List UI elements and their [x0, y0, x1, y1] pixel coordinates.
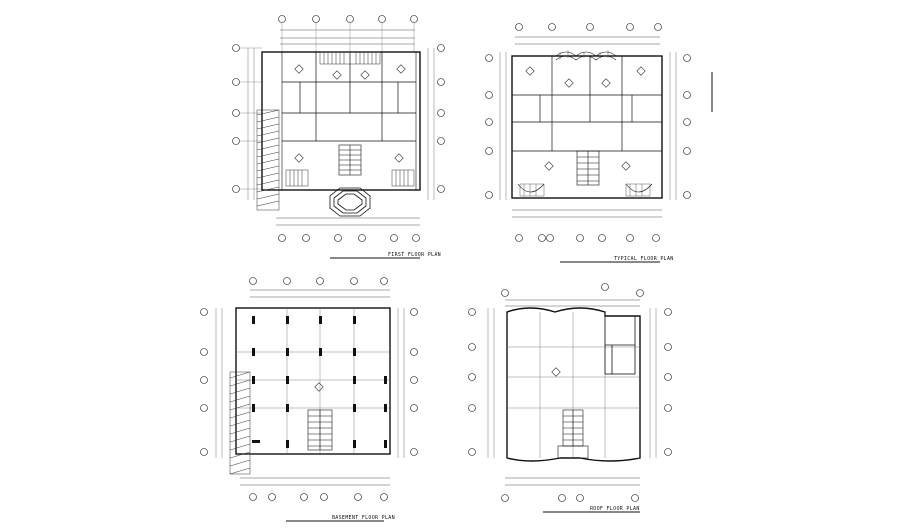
staircase	[338, 144, 362, 176]
staircase	[307, 409, 333, 451]
dimension-lines-bottom	[505, 477, 640, 486]
hatched-strip	[256, 109, 280, 211]
grid-bubbles-bottom	[249, 493, 388, 501]
stair-core-room	[604, 315, 636, 375]
grid-bubbles-left	[200, 308, 223, 458]
plan-top-right	[485, 23, 713, 263]
grid-bubbles-right	[427, 44, 445, 200]
plan-title-bottom-right: ROOF FLOOR PLAN	[590, 506, 640, 512]
level-markers	[314, 382, 324, 392]
furniture-markers	[525, 66, 646, 171]
dimension-lines-bottom	[276, 217, 420, 226]
balcony-hatch	[285, 51, 415, 187]
staircase	[557, 409, 589, 459]
plan-title-top-left: FIRST FLOOR PLAN	[388, 252, 441, 258]
plan-title-top-right: TYPICAL FLOOR PLAN	[614, 256, 674, 262]
grid-bubbles-top	[278, 15, 418, 52]
hatched-strip	[229, 371, 251, 475]
dimension-lines-top	[505, 299, 640, 307]
outer-wall	[506, 307, 641, 462]
plan-bottom-left	[200, 277, 418, 522]
plan-bottom-right	[468, 283, 672, 513]
balcony-bottom	[517, 183, 653, 197]
dimension-lines-bottom	[240, 477, 390, 486]
balcony-top	[555, 50, 617, 61]
grid-bubbles-bottom	[515, 234, 660, 242]
octagonal-entry	[329, 187, 371, 217]
grid-bubbles-top	[515, 23, 662, 31]
plan-top-left	[232, 15, 445, 259]
level-markers	[551, 367, 561, 377]
outer-wall	[235, 307, 391, 455]
grid-bubbles-right	[669, 52, 691, 200]
grid-bubbles-bottom	[278, 234, 420, 242]
furniture-markers	[294, 64, 406, 163]
grid-bubbles-right	[649, 308, 672, 458]
dimension-lines-bottom	[512, 209, 662, 218]
plan-title-bottom-left: BASEMENT FLOOR PLAN	[332, 515, 395, 521]
grid-bubbles-bottom	[501, 494, 639, 502]
grid-bubbles-top	[501, 283, 644, 297]
grid-bubbles-right	[397, 308, 418, 458]
grid-bubbles-left	[232, 44, 262, 200]
columns	[252, 316, 387, 448]
room-partitions	[282, 52, 416, 142]
grid-bubbles-left	[468, 308, 495, 458]
staircase	[576, 150, 600, 186]
dimension-lines-top	[515, 36, 660, 45]
grid-bubbles-left	[485, 52, 507, 200]
grid-bubbles-top	[249, 277, 388, 285]
dimension-lines-top	[280, 29, 415, 45]
dimension-lines-top	[250, 289, 390, 298]
